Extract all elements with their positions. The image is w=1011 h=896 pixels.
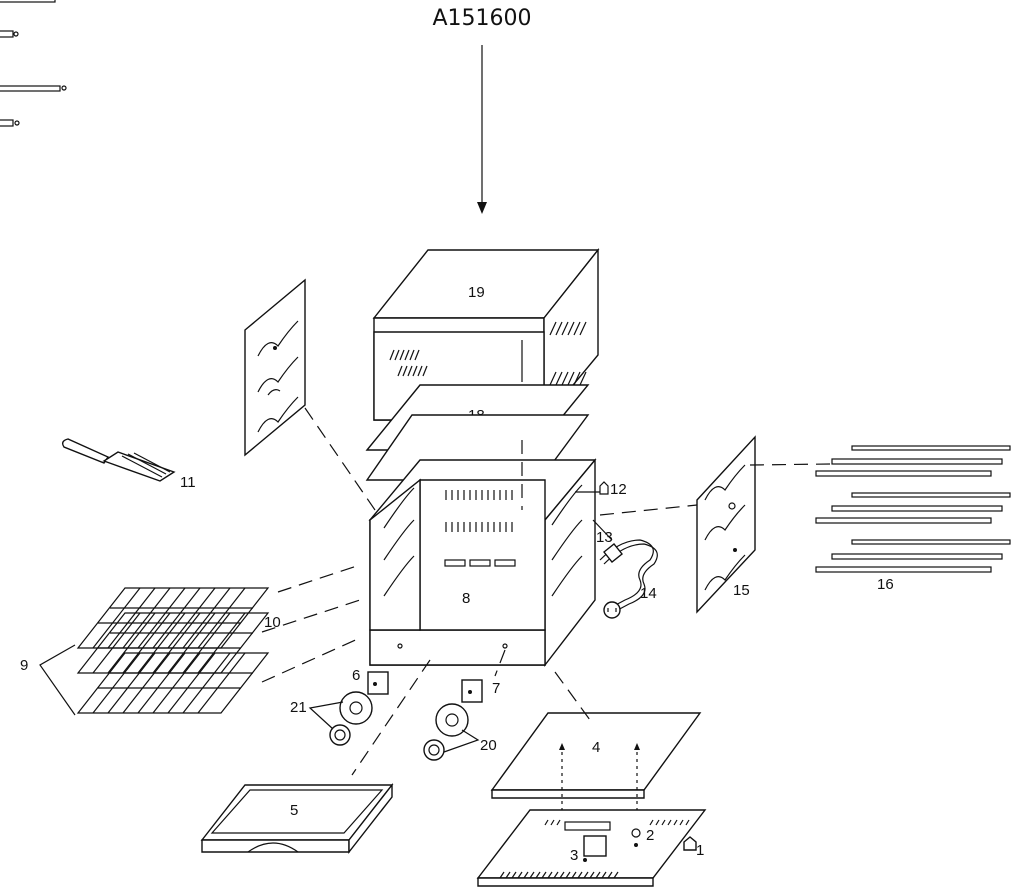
model-number: A151600 (432, 6, 531, 31)
crumb-tray: 5 (200, 659, 431, 855)
thermostat-6: 6 (352, 667, 389, 695)
label-5: 5 (290, 802, 298, 819)
right-side-panel: 15 (599, 435, 831, 614)
label-2: 2 (646, 827, 654, 844)
heating-rods: 16 (815, 445, 1011, 593)
label-7: 7 (492, 680, 500, 697)
label-6: 6 (352, 667, 360, 684)
base-plate: 1 2 3 (476, 809, 707, 887)
label-21: 21 (290, 699, 307, 716)
wire-racks: 9 10 (20, 564, 361, 716)
label-9: 9 (20, 657, 28, 674)
knobs-20: 20 (423, 703, 497, 761)
title-arrow (477, 45, 487, 214)
screw-12: 12 (575, 481, 627, 498)
label-10: 10 (264, 614, 281, 631)
label-11: 11 (180, 474, 196, 491)
oven-body: 8 (368, 440, 597, 668)
label-13: 13 (596, 529, 613, 546)
label-8: 8 (462, 590, 470, 607)
label-1: 1 (696, 842, 704, 859)
thermostat-7: 7 (461, 649, 506, 703)
left-side-panel (244, 278, 376, 511)
label-14: 14 (640, 585, 657, 602)
label-12: 12 (610, 481, 627, 498)
label-16: 16 (877, 576, 894, 593)
power-cord: 13 14 (592, 519, 658, 619)
label-20: 20 (480, 737, 497, 754)
cropped-heating-rods (0, 0, 67, 127)
rack-lifter: 11 (61, 438, 196, 491)
bottom-plate-4: 4 (490, 671, 702, 810)
label-4: 4 (592, 739, 600, 756)
knobs-21: 21 (290, 691, 373, 746)
label-3: 3 (570, 847, 578, 864)
label-15: 15 (733, 582, 750, 599)
label-19: 19 (468, 284, 485, 301)
